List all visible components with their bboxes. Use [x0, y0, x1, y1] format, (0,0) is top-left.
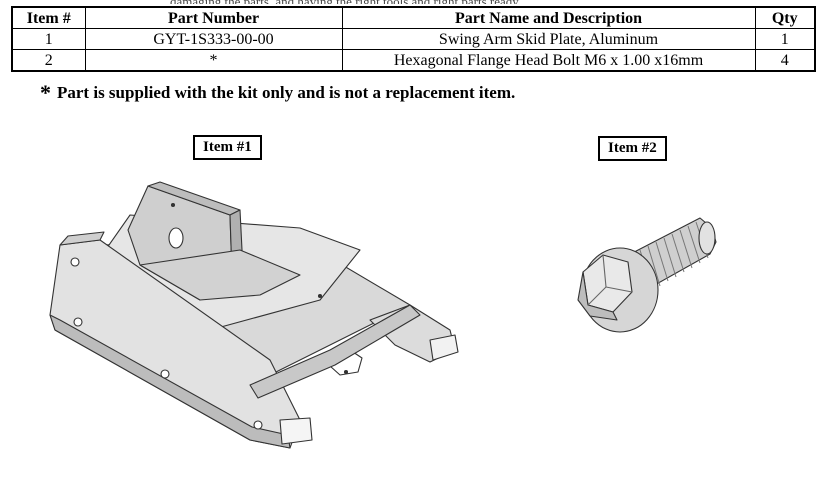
cell-part-number: GYT-1S333-00-00: [84, 28, 343, 50]
footnote-asterisk: *: [40, 80, 51, 105]
cell-qty: 4: [754, 49, 816, 72]
table-row: 1 GYT-1S333-00-00 Swing Arm Skid Plate, …: [11, 28, 816, 50]
footnote: * Part is supplied with the kit only and …: [40, 80, 515, 106]
header-qty: Qty: [754, 6, 816, 29]
table-header-row: Item # Part Number Part Name and Descrip…: [11, 6, 816, 29]
parts-table: Item # Part Number Part Name and Descrip…: [11, 6, 816, 72]
item-1-label: Item #1: [193, 135, 262, 160]
cell-part-number: *: [84, 49, 343, 72]
header-part-number: Part Number: [84, 6, 343, 29]
flange-bolt-drawing: [577, 217, 717, 333]
item-2-label: Item #2: [598, 136, 667, 161]
header-item-number: Item #: [11, 6, 86, 29]
footnote-text: Part is supplied with the kit only and i…: [57, 83, 516, 102]
cell-item-number: 2: [11, 49, 86, 72]
clipped-header-text: damaging the parts, and having the right…: [0, 0, 829, 4]
cell-item-number: 1: [11, 28, 86, 50]
table-row: 2 * Hexagonal Flange Head Bolt M6 x 1.00…: [11, 49, 816, 72]
clipped-header-line: damaging the parts, and having the right…: [0, 0, 829, 4]
cell-qty: 1: [754, 28, 816, 50]
cell-part-name: Hexagonal Flange Head Bolt M6 x 1.00 x16…: [341, 49, 756, 72]
cell-part-name: Swing Arm Skid Plate, Aluminum: [341, 28, 756, 50]
header-part-name: Part Name and Description: [341, 6, 756, 29]
skid-plate-drawing: [49, 181, 459, 449]
